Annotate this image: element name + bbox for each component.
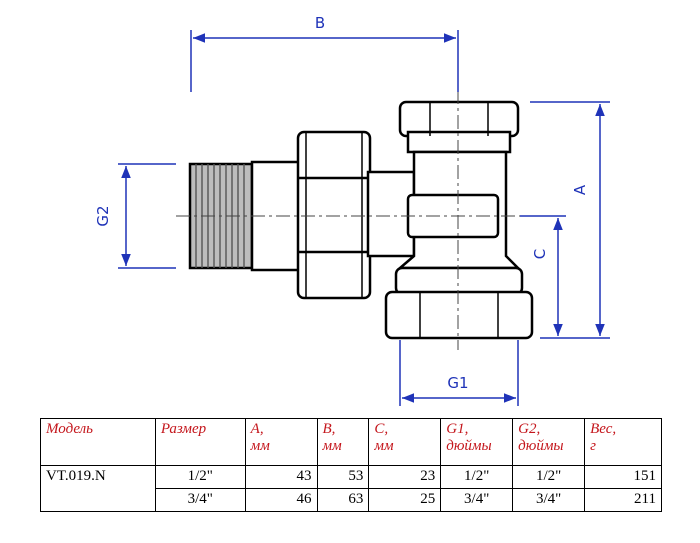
dimension-g2-label: G2 [94, 205, 112, 226]
header-c: C,мм [368, 418, 442, 466]
weight-cell: 211 [584, 488, 662, 512]
header-weight: Вес,г [584, 418, 662, 466]
header-a: A,мм [244, 418, 318, 466]
dimension-c-label: C [531, 249, 549, 259]
union-nut [296, 130, 372, 300]
model-cell: VT.019.N [40, 465, 156, 512]
specification-table: Модель Размер A,мм B,мм C,мм G1,дюймы G2… [40, 418, 662, 512]
g1-cell: 3/4" [440, 488, 514, 512]
dimension-a-label: A [571, 184, 589, 195]
a-cell: 46 [244, 488, 318, 512]
g2-cell: 1/2" [512, 465, 586, 489]
valve-technical-drawing: B G2 A C G1 [94, 14, 610, 406]
table-header-row: Модель Размер A,мм B,мм C,мм G1,дюймы G2… [40, 418, 662, 466]
weight-cell: 151 [584, 465, 662, 489]
header-model: Модель [40, 418, 156, 466]
table-row: 3/4" 46 63 25 3/4" 3/4" 211 [41, 488, 662, 512]
b-cell: 63 [316, 488, 370, 512]
g1-cell: 1/2" [440, 465, 514, 489]
b-cell: 53 [316, 465, 370, 489]
size-cell: 1/2" [154, 465, 246, 489]
size-cell: 3/4" [154, 488, 246, 512]
header-size: Размер [154, 418, 246, 466]
a-cell: 43 [244, 465, 318, 489]
header-b: B,мм [316, 418, 370, 466]
valve-neck [366, 170, 416, 258]
c-cell: 25 [368, 488, 442, 512]
dimension-g1-label: G1 [447, 374, 468, 392]
dimension-b-label: B [315, 14, 325, 32]
g2-cell: 3/4" [512, 488, 586, 512]
header-g2: G2,дюймы [512, 418, 586, 466]
header-g1: G1,дюймы [440, 418, 514, 466]
table-row: VT.019.N 1/2" 43 53 23 1/2" 1/2" 151 [40, 465, 662, 512]
valve-body [384, 100, 534, 340]
c-cell: 23 [368, 465, 442, 489]
